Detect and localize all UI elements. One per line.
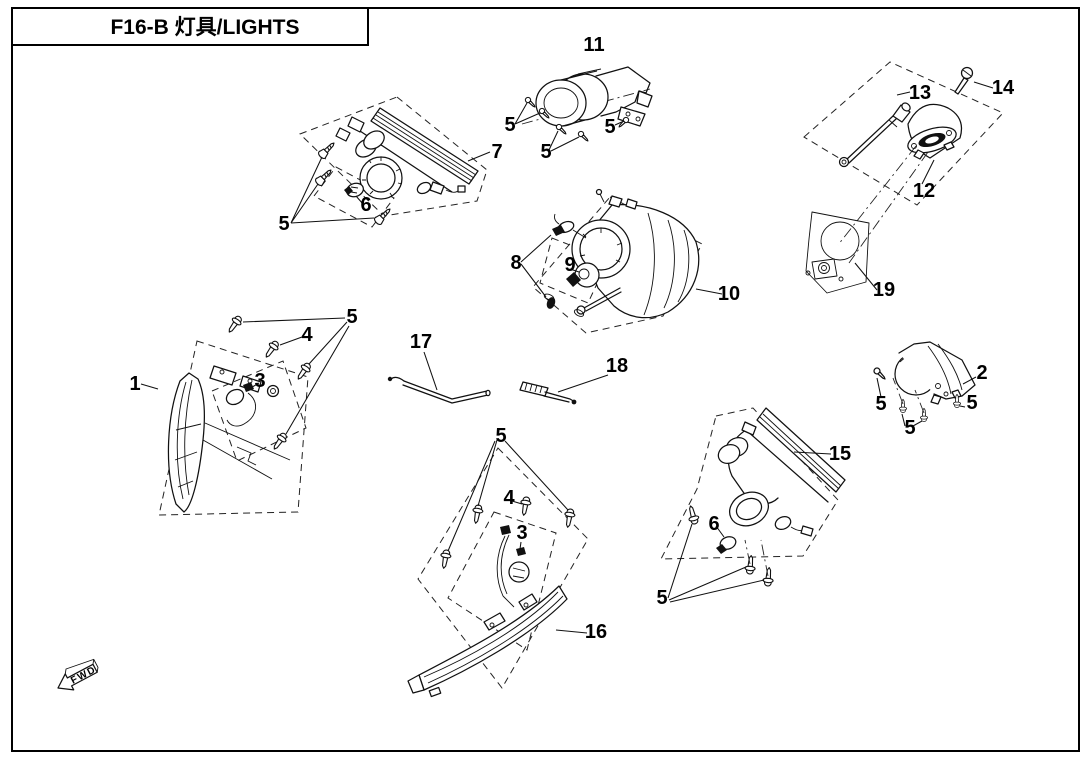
- fwd-arrow-shape: [57, 663, 98, 691]
- bulb-socket-13: [838, 102, 911, 168]
- assembly-7-headlamp: [290, 96, 491, 228]
- bulb-3-icon: [225, 382, 256, 427]
- callout-18-c18: 18: [606, 355, 628, 377]
- callout-7-c7: 7: [491, 141, 502, 163]
- bracket-rod-17: [387, 351, 491, 404]
- bulb-9-icon: [566, 262, 600, 288]
- callout-6-c6b: 6: [708, 513, 719, 535]
- title-box: [11, 7, 369, 46]
- lamp-body: [894, 341, 976, 405]
- dashed-boundary: [803, 61, 1004, 206]
- lamp-body: [717, 407, 846, 537]
- callout-16-c16: 16: [585, 621, 607, 643]
- callout-19-c19: 19: [873, 279, 895, 301]
- dashed-boundary-inner: [211, 360, 307, 462]
- lamp-body: [535, 66, 653, 127]
- bracket-plate-19: [805, 211, 878, 294]
- lamp-body: [335, 107, 479, 200]
- callout-17-c17: 17: [410, 331, 432, 353]
- dashed-boundary: [660, 407, 839, 560]
- callout-6-c6a: 6: [360, 194, 371, 216]
- callout-5-c5i: 5: [656, 587, 667, 609]
- lamp-body: [407, 585, 568, 698]
- bolt-14-icon: [954, 66, 974, 95]
- callout-9-c9: 9: [564, 254, 575, 276]
- alignment-lines: [744, 539, 769, 577]
- assembly-12-position-lamp: [803, 61, 1004, 264]
- callout-10-c10: 10: [718, 283, 740, 305]
- assembly-1-turn-lamp: [140, 313, 350, 516]
- lamp-12: [907, 103, 963, 160]
- callout-12-c12: 12: [913, 180, 935, 202]
- leader-lines: [514, 102, 625, 152]
- leader-lines: [876, 376, 977, 427]
- bulb-3-harness: [496, 525, 530, 608]
- callout-13-c13: 13: [909, 82, 931, 104]
- page-title: F16-B 灯具/LIGHTS: [110, 16, 299, 39]
- leader-lines: [290, 151, 491, 224]
- lamp-body: [554, 188, 700, 319]
- leader-line: [854, 262, 878, 291]
- callout-3-c3a: 3: [254, 370, 265, 392]
- grommet-8-icons: [543, 225, 565, 309]
- callout-2-c2: 2: [976, 362, 987, 384]
- callout-1-c1: 1: [129, 373, 140, 395]
- dashed-boundary-inner: [313, 166, 395, 228]
- callout-5-c5h: 5: [966, 392, 977, 414]
- callout-5-c5j: 5: [495, 425, 506, 447]
- leader-lines: [667, 451, 832, 603]
- callout-5-c5d: 5: [604, 116, 615, 138]
- bulb-6-icon: [344, 182, 364, 198]
- lamp-body: [167, 365, 291, 513]
- callout-5-c5f: 5: [875, 393, 886, 415]
- rod-body: [402, 380, 489, 404]
- plate-outline: [805, 211, 870, 294]
- callout-5-c5g: 5: [904, 417, 915, 439]
- callout-5-c5e: 5: [346, 306, 357, 328]
- alignment-lines: [892, 377, 925, 414]
- assembly-16-turn-lamp: [407, 439, 589, 698]
- leader-lines: [140, 317, 350, 435]
- assembly-2-headlamp: [872, 341, 977, 427]
- callout-4-c4b: 4: [503, 487, 515, 509]
- callout-3-c3b: 3: [516, 522, 527, 544]
- assembly-10-headlamp: [520, 188, 723, 334]
- callout-4-c4a: 4: [301, 324, 313, 346]
- title-block: F16-B 灯具/LIGHTS: [11, 7, 369, 46]
- leader-line: [557, 374, 609, 393]
- alignment-lines: [837, 145, 929, 264]
- leader-lines: [896, 81, 994, 185]
- leader-line: [423, 351, 438, 391]
- bulb-6-icon: [716, 536, 737, 554]
- dashed-boundary: [299, 96, 488, 217]
- callout-11-c11: 11: [583, 34, 604, 56]
- callout-5-c5c: 5: [540, 141, 551, 163]
- callout-14-c14: 14: [992, 77, 1015, 99]
- callout-5-c5a: 5: [278, 213, 289, 235]
- leader-lines: [447, 439, 588, 634]
- socket-outline: [811, 258, 838, 280]
- leader-lines: [520, 234, 723, 298]
- callout-15-c15: 15: [829, 443, 851, 465]
- bracket-18: [519, 374, 609, 405]
- dashed-boundary: [417, 447, 589, 689]
- dashed-boundary-inner: [447, 511, 557, 651]
- callout-5-c5b: 5: [504, 114, 515, 136]
- assembly-11-projector-lamp: [514, 66, 653, 152]
- callout-8-c8: 8: [510, 252, 521, 274]
- plate-hole: [820, 221, 860, 261]
- assembly-15-headlamp: [660, 407, 846, 603]
